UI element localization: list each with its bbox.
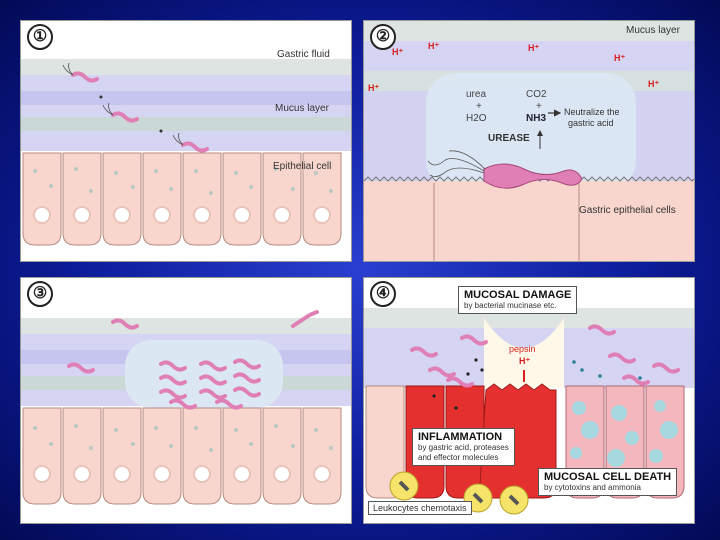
nh3-label: NH3 bbox=[526, 113, 547, 124]
mucus-layer-label-2: Mucus layer bbox=[626, 25, 680, 36]
h-plus-ion: H⁺ bbox=[614, 53, 626, 63]
inflammation-box: INFLAMMATION by gastric acid, proteases … bbox=[412, 428, 515, 466]
panel-3-multiplication: ③ bbox=[20, 277, 352, 524]
neutralize-label-1: Neutralize the bbox=[564, 107, 620, 117]
urease-label: UREASE bbox=[488, 133, 530, 144]
urea-label: urea bbox=[466, 89, 487, 100]
mucosal-damage-box: MUCOSAL DAMAGE by bacterial mucinase etc… bbox=[458, 286, 578, 314]
panel-1-illustration bbox=[21, 21, 351, 261]
mucus-layer-label: Mucus layer bbox=[275, 103, 329, 114]
plus-sign: + bbox=[476, 101, 482, 112]
mucosal-cell-death-subtitle: by cytotoxins and ammonia bbox=[544, 483, 641, 492]
h-plus-ion: H⁺ bbox=[368, 83, 380, 93]
gastric-fluid-label: Gastric fluid bbox=[277, 49, 330, 60]
h-plus-ion: H⁺ bbox=[528, 43, 540, 53]
inflammation-line-2: and effector molecules bbox=[418, 453, 499, 462]
panel-1-number: ① bbox=[27, 24, 53, 50]
leukocytes-chemotaxis-label: Leukocytes chemotaxis bbox=[373, 503, 467, 513]
h-plus-ion: H⁺ bbox=[428, 41, 440, 51]
h-plus-ion: H⁺ bbox=[392, 47, 404, 57]
panel-4-number: ④ bbox=[370, 281, 396, 307]
panel-3-number: ③ bbox=[27, 281, 53, 307]
panel-2-number: ② bbox=[370, 24, 396, 50]
plus-sign: + bbox=[536, 101, 542, 112]
panel-1-colonization: ① Gastric fluid Mucus layer Epithelial c… bbox=[20, 20, 352, 262]
inflammation-line-1: by gastric acid, proteases bbox=[418, 443, 509, 452]
leukocytes-chemotaxis-box: Leukocytes chemotaxis bbox=[368, 501, 472, 515]
mucosal-damage-title: MUCOSAL DAMAGE bbox=[464, 289, 572, 301]
inflammation-title: INFLAMMATION bbox=[418, 431, 503, 443]
neutralize-label-2: gastric acid bbox=[568, 118, 614, 128]
gastric-epithelial-cells-label: Gastric epithelial cells bbox=[579, 205, 676, 216]
panel-2-illustration bbox=[364, 21, 694, 261]
mucosal-damage-subtitle: by bacterial mucinase etc. bbox=[464, 301, 557, 310]
mucosal-cell-death-box: MUCOSAL CELL DEATH by cytotoxins and amm… bbox=[538, 468, 678, 496]
h-plus-ion: H⁺ bbox=[648, 79, 660, 89]
co2-label: CO2 bbox=[526, 89, 547, 100]
epithelial-cell-label: Epithelial cell bbox=[273, 161, 332, 172]
panel-3-illustration bbox=[21, 278, 351, 523]
panel-4-damage: ④ MUCOSAL DAMAGE by bacterial mucinase e… bbox=[363, 277, 695, 524]
panel-2-urease: ② Mucus layer Gastric epithelial cells H… bbox=[363, 20, 695, 262]
pepsin-label: pepsin bbox=[509, 344, 536, 354]
h2o-label: H2O bbox=[466, 113, 487, 124]
mucosal-cell-death-title: MUCOSAL CELL DEATH bbox=[544, 471, 672, 483]
h-plus-ion: H⁺ bbox=[519, 356, 531, 366]
